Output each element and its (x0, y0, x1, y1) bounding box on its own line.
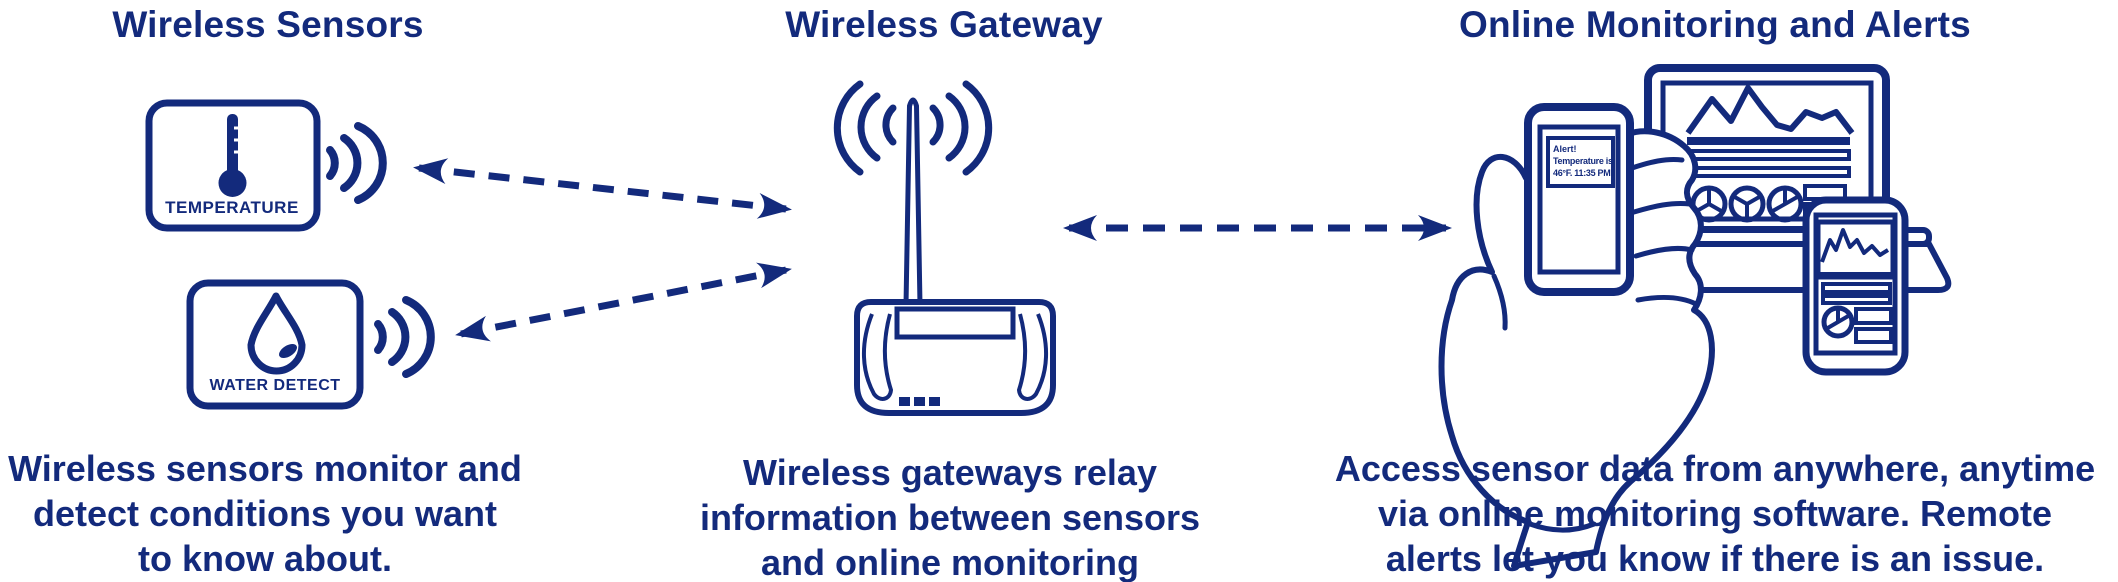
pie-chart-icon (1821, 305, 1855, 339)
alert-text-line2: Temperature is (1553, 156, 1613, 166)
gateway-icon (833, 80, 1056, 416)
gateway-right-vent (1016, 313, 1048, 401)
gateway-led-lights (899, 397, 940, 406)
antenna-waves-icon (833, 80, 993, 176)
temperature-wireless-waves-icon (326, 122, 387, 204)
section-title-gateway: Wireless Gateway (785, 4, 1103, 45)
antenna-icon (903, 97, 923, 308)
hand-finger-creases (1491, 157, 1699, 533)
line-chart-icon (1685, 85, 1855, 135)
water-detect-label: WATER DETECT (209, 377, 340, 394)
line-chart-icon (1820, 228, 1890, 263)
alert-text-line1: Alert! (1553, 144, 1577, 154)
dashed-link-water-gateway (455, 262, 792, 342)
section-title-sensors: Wireless Sensors (112, 4, 424, 45)
alert-message-box (1546, 136, 1615, 188)
gateway-left-vent (862, 313, 894, 401)
hand-icon (1438, 128, 1715, 569)
temperature-label: TEMPERATURE (165, 198, 299, 217)
laptop-icon (1630, 64, 1952, 293)
temperature-sensor-card: TEMPERATURE (145, 99, 321, 232)
section-description-sensors: Wireless sensors monitor and detect cond… (8, 448, 522, 579)
water-sensor-card: WATER DETECT (186, 279, 364, 410)
section-title-monitoring: Online Monitoring and Alerts (1459, 4, 1971, 45)
alert-text-line3: 46°F. 11:35 PM (1553, 168, 1610, 178)
alert-phone-icon: Alert! Temperature is 46°F. 11:35 PM (1524, 103, 1634, 296)
gateway-display (894, 306, 1016, 340)
dashed-link-temperature-gateway (413, 158, 792, 219)
water-drop-icon (247, 292, 306, 375)
mobile-phone-icon (1802, 196, 1909, 376)
thermometer-icon (218, 114, 247, 197)
section-description-gateway: Wireless gateways relay information betw… (699, 452, 1201, 582)
section-description-monitoring: Access sensor data from anywhere, anytim… (1334, 448, 2096, 579)
water-wireless-waves-icon (374, 296, 435, 378)
